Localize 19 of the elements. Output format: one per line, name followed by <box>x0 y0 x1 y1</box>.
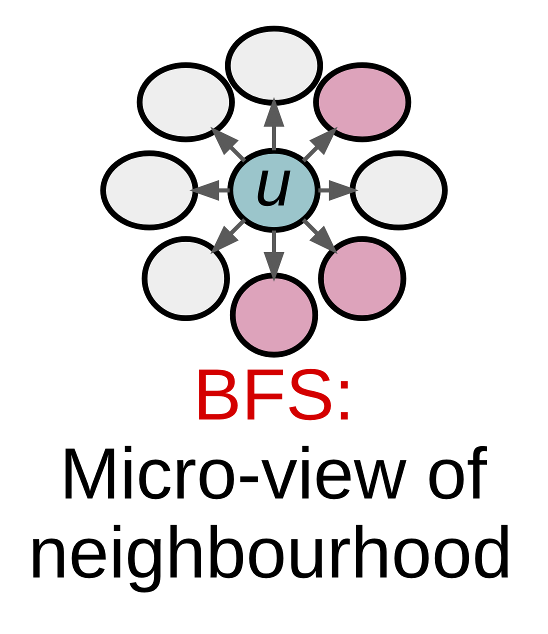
diagram-title: BFS: <box>193 354 354 436</box>
node-ellipse <box>136 62 235 142</box>
node-circle <box>230 272 318 358</box>
node-ellipse <box>350 150 448 230</box>
arrow <box>302 218 338 254</box>
node-circle <box>142 236 230 322</box>
arrow <box>210 218 246 254</box>
node-circle <box>318 236 406 322</box>
arrow <box>189 180 230 201</box>
node-ellipse <box>313 62 412 142</box>
arrow <box>210 126 246 162</box>
node-circle: u <box>227 148 321 233</box>
arrow <box>302 126 338 162</box>
node-ellipse <box>100 150 198 230</box>
arrow <box>318 180 359 201</box>
arrow <box>264 230 284 282</box>
arrow <box>264 97 284 150</box>
caption: Micro-view of neighbourhood <box>28 434 512 594</box>
node-ellipse <box>224 26 324 106</box>
